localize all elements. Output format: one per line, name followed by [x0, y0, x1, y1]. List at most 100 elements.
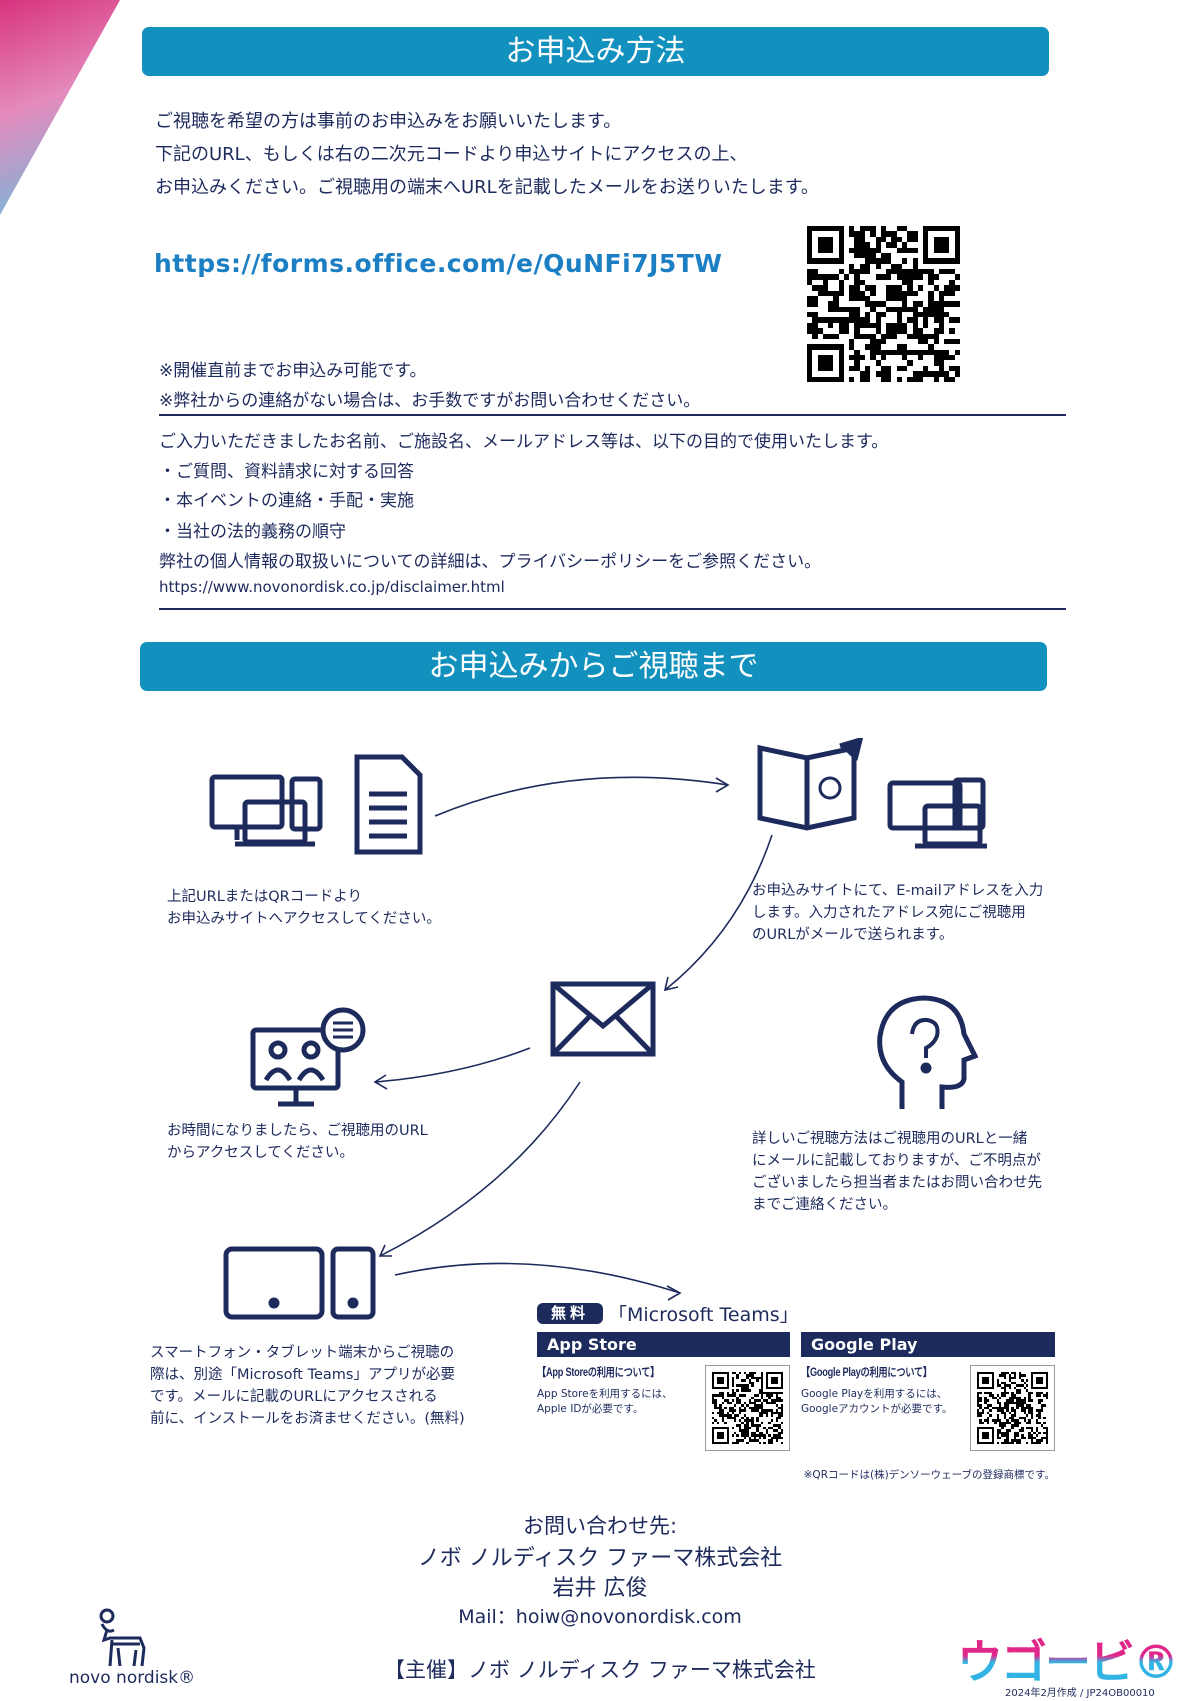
qr-module — [828, 338, 834, 345]
qr-module — [838, 236, 844, 243]
qr-module — [1011, 1434, 1014, 1437]
qr-module — [1003, 1421, 1007, 1425]
qr-module — [817, 236, 823, 243]
qr-module — [751, 1391, 754, 1395]
qr-module — [1023, 1404, 1026, 1407]
qr-module — [1006, 1384, 1009, 1387]
qr-module — [822, 236, 829, 243]
qr-module — [778, 1399, 781, 1402]
qr-module — [865, 365, 871, 372]
qr-module — [724, 1426, 727, 1430]
qr-module — [758, 1416, 761, 1420]
qr-module — [724, 1404, 727, 1407]
qr-module — [865, 349, 871, 356]
qr-module — [833, 355, 839, 361]
qr-module — [886, 252, 892, 259]
qr-module — [1023, 1396, 1026, 1400]
qr-module — [1003, 1379, 1007, 1382]
google-play-qr-box[interactable] — [970, 1365, 1055, 1451]
qr-module — [944, 349, 950, 356]
qr-module — [917, 236, 924, 243]
qr-module — [828, 285, 834, 291]
qr-module — [1035, 1439, 1039, 1442]
qr-module — [1021, 1421, 1024, 1425]
qr-module — [812, 333, 818, 339]
application-qr-code[interactable] — [807, 226, 960, 382]
qr-module — [979, 1416, 982, 1420]
qr-module — [891, 317, 897, 323]
qr-module — [1021, 1411, 1024, 1415]
qr-module — [773, 1426, 776, 1430]
qr-module — [751, 1374, 754, 1377]
qr-module — [716, 1406, 720, 1410]
qr-module — [994, 1411, 997, 1415]
qr-module — [724, 1439, 727, 1442]
qr-module — [743, 1441, 747, 1444]
qr-module — [756, 1419, 759, 1422]
qr-module — [760, 1424, 764, 1427]
qr-module — [746, 1379, 749, 1382]
qr-module — [907, 328, 913, 334]
qr-module — [991, 1414, 995, 1417]
qr-module — [734, 1426, 737, 1430]
qr-module — [734, 1406, 737, 1410]
qr-module — [880, 274, 887, 280]
qr-module — [741, 1391, 744, 1395]
qr-module — [1006, 1389, 1009, 1392]
qr-module — [1021, 1424, 1024, 1427]
qr-module — [991, 1401, 995, 1405]
application-url-link[interactable]: https://forms.office.com/e/QuNFi7J5TW — [154, 249, 723, 278]
qr-module — [780, 1386, 783, 1390]
qr-module — [1023, 1441, 1026, 1444]
app-store-qr-box[interactable] — [705, 1365, 790, 1451]
qr-module — [1018, 1436, 1022, 1440]
qr-module — [1006, 1391, 1009, 1395]
qr-module — [1001, 1424, 1004, 1427]
qr-module — [944, 338, 950, 345]
qr-module — [933, 242, 939, 248]
qr-module — [954, 269, 960, 275]
app-store-qr-code[interactable] — [712, 1372, 783, 1444]
qr-module — [729, 1406, 732, 1410]
qr-module — [1030, 1416, 1034, 1420]
qr-module — [758, 1394, 761, 1397]
qr-module — [907, 263, 913, 269]
qr-module — [746, 1434, 749, 1437]
qr-module — [822, 365, 829, 372]
qr-module — [763, 1431, 766, 1435]
privacy-policy-link[interactable]: https://www.novonordisk.co.jp/disclaimer… — [159, 578, 505, 596]
qr-module — [773, 1376, 776, 1380]
qr-module — [748, 1399, 752, 1402]
qr-module — [981, 1372, 985, 1375]
qr-module — [812, 263, 818, 269]
qr-module — [1003, 1401, 1007, 1405]
qr-module — [719, 1396, 722, 1400]
qr-module — [1008, 1406, 1012, 1410]
qr-module — [891, 312, 897, 318]
qr-module — [807, 344, 813, 350]
qr-module — [1011, 1404, 1014, 1407]
contact-email[interactable]: Mail：hoiw@novonordisk.com — [458, 1606, 742, 1628]
qr-module — [1028, 1421, 1031, 1425]
qr-module — [756, 1404, 759, 1407]
qr-module — [1001, 1406, 1004, 1410]
qr-module — [886, 355, 892, 361]
qr-module — [944, 279, 950, 286]
qr-module — [780, 1409, 783, 1412]
qr-module — [1018, 1376, 1022, 1380]
qr-module — [1016, 1424, 1019, 1427]
qr-module — [865, 236, 871, 243]
qr-module — [736, 1421, 739, 1425]
qr-module — [753, 1396, 757, 1400]
qr-module — [928, 231, 934, 237]
qr-module — [1021, 1372, 1024, 1375]
qr-module — [984, 1374, 987, 1377]
qr-module — [989, 1399, 992, 1402]
qr-module — [1018, 1439, 1022, 1442]
qr-module — [719, 1399, 722, 1402]
qr-module — [996, 1381, 1000, 1385]
qr-module — [1035, 1379, 1039, 1382]
google-play-qr-code[interactable] — [977, 1372, 1048, 1444]
qr-module — [731, 1421, 735, 1425]
qr-module — [991, 1434, 995, 1437]
